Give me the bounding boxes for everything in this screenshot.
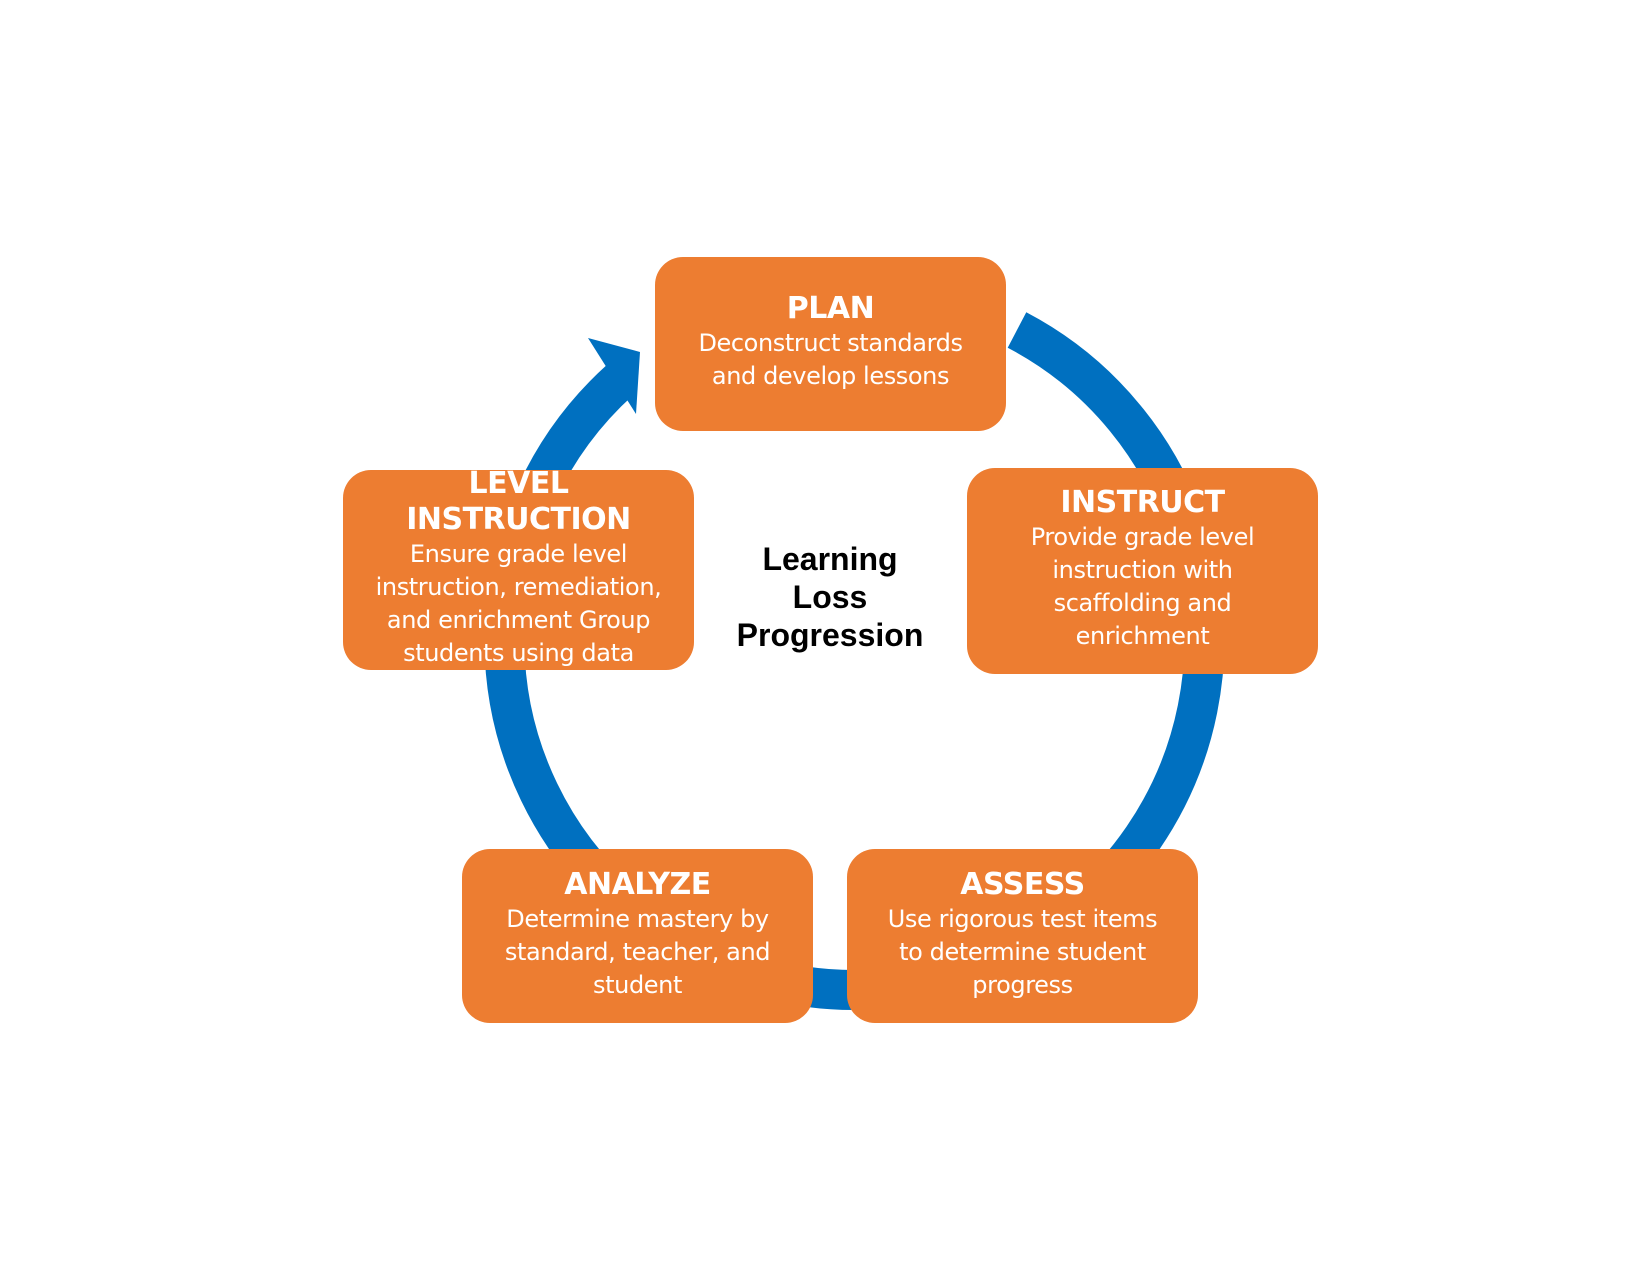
step-box-assess: ASSESS Use rigorous test items to determ… [847, 849, 1198, 1023]
step-desc-line: progress [972, 970, 1073, 999]
step-title-instruct: INSTRUCT [1060, 485, 1225, 520]
step-desc-line: enrichment [1075, 622, 1210, 650]
step-desc-line: Deconstruct standards [698, 329, 963, 357]
step-title-assess: ASSESS [960, 866, 1085, 902]
step-desc-assess: Use rigorous test items to determine stu… [888, 903, 1158, 1002]
step-desc-level-instruction: Ensure grade level instruction, remediat… [376, 538, 662, 670]
step-desc-line: Use rigorous test items [887, 904, 1158, 933]
step-desc-line: Provide grade level [1030, 523, 1255, 551]
step-desc-analyze: Determine mastery by standard, teacher, … [504, 903, 771, 1002]
center-title: Learning Loss Progression [690, 540, 970, 654]
step-desc-line: and develop lessons [711, 362, 950, 390]
step-desc-line: scaffolding and [1053, 589, 1232, 617]
step-box-analyze: ANALYZE Determine mastery by standard, t… [462, 849, 813, 1023]
step-title-analyze: ANALYZE [564, 866, 711, 902]
step-box-instruct: INSTRUCT Provide grade level instruction… [967, 468, 1318, 674]
step-box-plan: PLAN Deconstruct standards and develop l… [655, 257, 1006, 431]
center-title-line: Progression [736, 617, 924, 653]
step-desc-line: to determine student [899, 937, 1146, 966]
step-desc-line: Determine mastery by [506, 904, 769, 933]
step-desc-line: students using data [403, 639, 634, 667]
step-title-level-instruction: LEVEL INSTRUCTION [406, 466, 631, 537]
center-title-line: Loss [792, 579, 868, 615]
cycle-arrowhead-icon [588, 338, 640, 414]
step-desc-plan: Deconstruct standards and develop lesson… [698, 327, 963, 393]
step-desc-line: and enrichment Group [386, 606, 651, 634]
step-title-plan: PLAN [786, 291, 875, 326]
step-desc-line: instruction, remediation, [375, 573, 662, 601]
center-title-line: Learning [762, 541, 898, 577]
step-desc-instruct: Provide grade level instruction with sca… [1030, 521, 1255, 653]
step-desc-line: Ensure grade level [409, 540, 628, 568]
step-desc-line: standard, teacher, and [504, 937, 771, 966]
step-desc-line: instruction with [1052, 556, 1233, 584]
step-desc-line: student [593, 970, 682, 999]
step-box-level-instruction: LEVEL INSTRUCTION Ensure grade level ins… [343, 466, 694, 670]
